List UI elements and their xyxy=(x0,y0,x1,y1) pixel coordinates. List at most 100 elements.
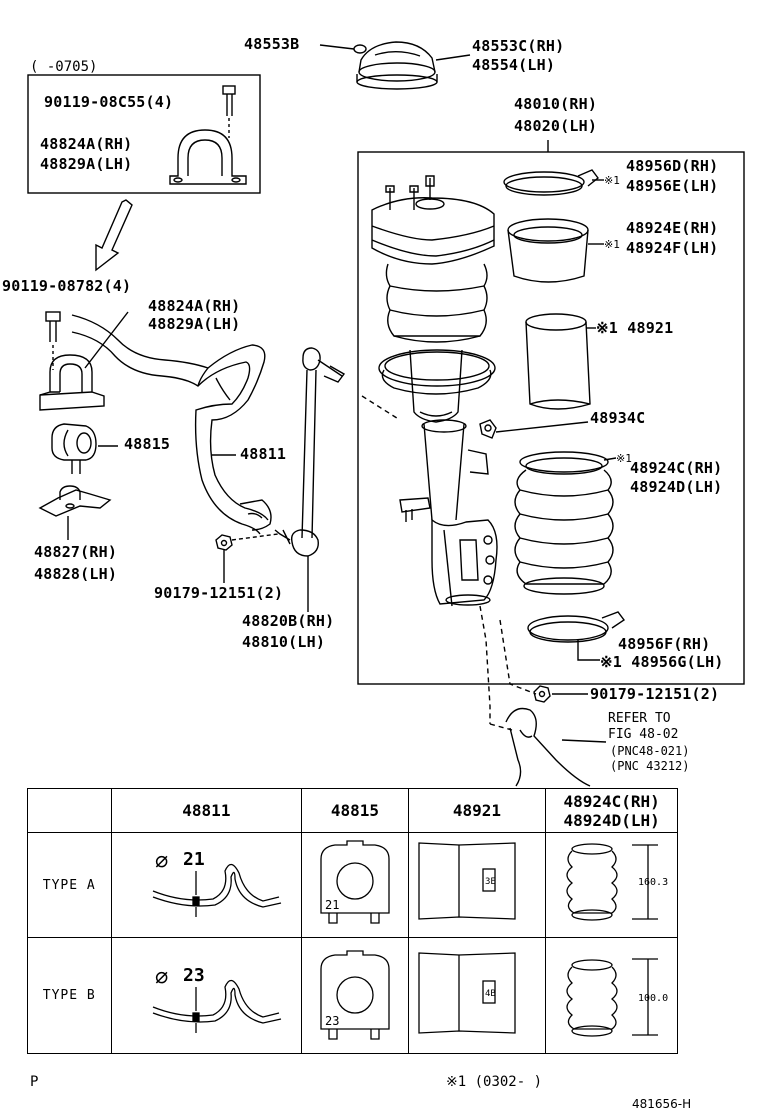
cell-bar-type-b: ⌀ 23 xyxy=(110,937,303,1054)
label-clamp-48956f: 48956F(RH) xyxy=(618,635,711,653)
label-boot-48921: ※1 48921 xyxy=(596,319,674,337)
label-48554: 48554(LH) xyxy=(472,56,556,74)
strut-frame xyxy=(357,151,745,685)
stabilizer-link[interactable] xyxy=(274,347,346,612)
lower-arm xyxy=(505,707,607,787)
label-48828: 48828(LH) xyxy=(34,565,118,583)
boot-48921[interactable] xyxy=(525,313,596,410)
bushing-type-b-icon: 23 xyxy=(320,949,390,1040)
label-bolt-90119-08782: 90119-08782(4) xyxy=(2,277,132,295)
label-48553b: 48553B xyxy=(244,35,300,53)
inset-date-range: ( -0705) xyxy=(30,59,98,75)
bolt-90119-08782[interactable] xyxy=(45,311,61,370)
svg-text:21: 21 xyxy=(183,849,205,870)
type-reference-table: 48811 48815 48921 48924C(RH) 48924D(LH) … xyxy=(27,788,678,1054)
label-boot-48924d: 48924D(LH) xyxy=(630,478,723,496)
footer-note: ※1 (0302- ) xyxy=(446,1074,543,1090)
label-nut-90179-right: 90179-12151(2) xyxy=(590,685,720,703)
table-corner xyxy=(27,788,112,833)
cell-boot-type-a: 3E xyxy=(407,832,547,938)
cell-bar-type-a: ⌀ 21 xyxy=(110,832,303,938)
header-48811: 48811 xyxy=(110,788,303,833)
svg-text:3E: 3E xyxy=(485,877,496,887)
nut-90179-left[interactable] xyxy=(215,533,279,583)
row-type-a: TYPE A xyxy=(27,832,112,938)
svg-text:21: 21 xyxy=(325,898,339,912)
bushing-type-a-icon: 21 xyxy=(320,840,390,924)
label-clamp-48956e: 48956E(LH) xyxy=(626,177,719,195)
bushing-48815[interactable] xyxy=(51,423,97,474)
nut-48553b[interactable] xyxy=(319,44,367,54)
boot-type-b-icon: 4B xyxy=(418,951,516,1034)
svg-text:4B: 4B xyxy=(485,989,496,999)
footer-left: P xyxy=(30,1074,39,1090)
cell-boot2-type-b: 100.0 xyxy=(545,937,678,1054)
label-clamp-48956g: ※1 48956G(LH) xyxy=(600,653,724,671)
figure-code: 481656-H xyxy=(632,1097,692,1111)
boot2-type-a-icon: 160.3 xyxy=(565,843,668,921)
header-48924d: 48924D(LH) xyxy=(563,810,660,830)
label-inset-bolt: 90119-08C55(4) xyxy=(44,93,174,111)
header-48924c-d: 48924C(RH) 48924D(LH) xyxy=(545,788,678,833)
boot2-type-b-icon: 100.0 xyxy=(565,957,668,1037)
label-clamp-48956d: 48956D(RH) xyxy=(626,157,719,175)
stabilizer-bar-48811[interactable] xyxy=(71,314,272,535)
shock-absorber-strut[interactable] xyxy=(371,175,498,607)
mark-cover: ※1 xyxy=(604,238,620,251)
inset-bracket[interactable] xyxy=(169,129,247,185)
boot-type-a-icon: 3E xyxy=(418,842,516,920)
label-boot-48924c: 48924C(RH) xyxy=(630,459,723,477)
label-48553c: 48553C(RH) xyxy=(472,37,565,55)
svg-text:⌀: ⌀ xyxy=(155,964,168,989)
label-link-48820b: 48820B(RH) xyxy=(242,612,335,630)
svg-text:23: 23 xyxy=(325,1014,339,1028)
table-row: TYPE A ⌀ 21 21 xyxy=(27,832,678,938)
label-nut-90179-left: 90179-12151(2) xyxy=(154,584,284,602)
label-inset-bracket-rh: 48824A(RH) xyxy=(40,135,133,153)
label-strut-48020: 48020(LH) xyxy=(514,117,598,135)
header-48924c: 48924C(RH) xyxy=(563,791,660,811)
upper-support-mount[interactable] xyxy=(356,41,438,90)
clip-48934c[interactable] xyxy=(479,419,589,439)
boot-48924c[interactable] xyxy=(514,451,617,595)
row-type-b: TYPE B xyxy=(27,937,112,1054)
cell-bush-type-b: 23 xyxy=(301,937,409,1054)
table-row: TYPE B ⌀ 23 23 xyxy=(27,937,678,1054)
bar-type-b-icon: ⌀ 23 xyxy=(153,964,282,1033)
clamp-48956d[interactable] xyxy=(503,169,604,196)
svg-text:160.3: 160.3 xyxy=(638,877,668,888)
cover-48924e[interactable] xyxy=(507,218,604,283)
label-bracket-48829a: 48829A(LH) xyxy=(148,315,241,333)
label-clip-48934c: 48934C xyxy=(590,409,646,427)
cell-boot2-type-a: 160.3 xyxy=(545,832,678,938)
label-stabilizer-48811: 48811 xyxy=(240,445,287,463)
inset-frame xyxy=(27,74,261,194)
header-48921: 48921 xyxy=(407,788,547,833)
mark-clamp: ※1 xyxy=(604,174,620,187)
label-strut-48010: 48010(RH) xyxy=(514,95,598,113)
refer-line-2: FIG 48-02 xyxy=(608,727,679,742)
label-bracket-48824a: 48824A(RH) xyxy=(148,297,241,315)
bar-type-a-icon: ⌀ 21 xyxy=(153,848,282,917)
mark-boot: ※1 xyxy=(616,452,632,465)
bracket-48824a[interactable] xyxy=(39,354,105,411)
svg-text:⌀: ⌀ xyxy=(155,848,168,873)
label-cover-48924e: 48924E(RH) xyxy=(626,219,719,237)
label-48827: 48827(RH) xyxy=(34,543,118,561)
refer-line-1: REFER TO xyxy=(608,711,671,726)
refer-line-4: (PNC 43212) xyxy=(610,759,690,773)
header-48815: 48815 xyxy=(301,788,409,833)
nut-90179-right[interactable] xyxy=(533,685,588,703)
bracket-48827[interactable] xyxy=(38,485,112,540)
label-cover-48924f: 48924F(LH) xyxy=(626,239,719,257)
svg-text:100.0: 100.0 xyxy=(638,993,668,1004)
cell-bush-type-a: 21 xyxy=(301,832,409,938)
refer-line-3: (PNC48-021) xyxy=(610,744,690,758)
cell-boot-type-b: 4B xyxy=(407,937,547,1054)
svg-text:23: 23 xyxy=(183,965,205,986)
label-bushing-48815: 48815 xyxy=(124,435,171,453)
label-inset-bracket-lh: 48829A(LH) xyxy=(40,155,133,173)
inset-bolt[interactable] xyxy=(222,85,236,138)
clamp-48956f[interactable] xyxy=(527,611,626,661)
